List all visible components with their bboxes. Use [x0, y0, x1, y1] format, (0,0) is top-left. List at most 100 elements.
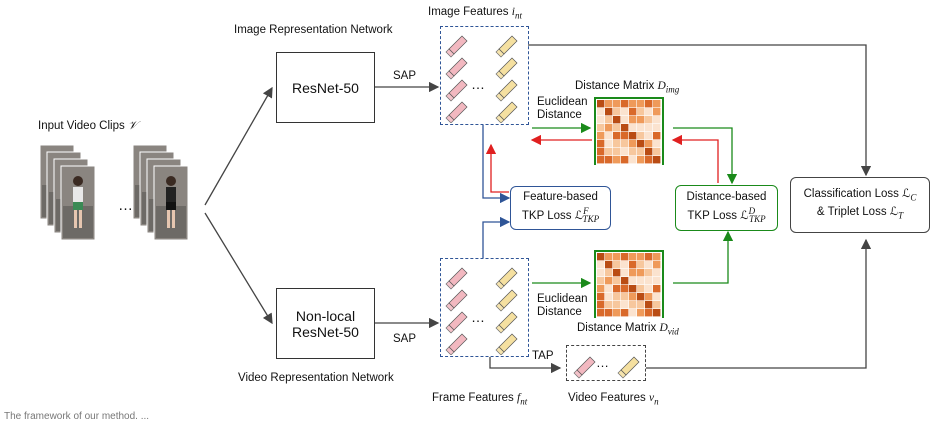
video-features-group [566, 345, 646, 381]
dimg-cell [597, 124, 605, 132]
arrow-input-to-image [204, 86, 273, 206]
dimg-cell [613, 156, 621, 164]
dvid-cell [637, 269, 645, 277]
dvid-cell [597, 261, 605, 269]
image-sap-label: SAP [393, 70, 417, 82]
dvid-cell [637, 301, 645, 309]
dvid-cell [605, 309, 613, 317]
dimg-cell [597, 132, 605, 140]
dimg-cell [653, 124, 661, 132]
frame-features-ellipsis: … [471, 309, 485, 325]
video-sap-label: SAP [393, 333, 417, 345]
dimg-cell [637, 132, 645, 140]
dvid-cell [613, 293, 621, 301]
arrow-video-features-to-cls [646, 238, 872, 369]
dvid-cell [653, 285, 661, 293]
dvid-cell [605, 253, 613, 261]
dimg-cell [629, 132, 637, 140]
dimg-cell [637, 156, 645, 164]
image-features-label: Image Features int [428, 6, 522, 21]
dimg-cell [653, 148, 661, 156]
dvid-cell [605, 261, 613, 269]
dvid-cell [645, 301, 653, 309]
video-feature-pink-bar [573, 356, 596, 379]
dimg-cell [629, 108, 637, 116]
dvid-cell [597, 301, 605, 309]
dimg-cell [637, 140, 645, 148]
dimg-cell [629, 140, 637, 148]
dvid-cell [653, 277, 661, 285]
arrow-dimg-to-dtkp [673, 127, 738, 185]
dimg-cell [621, 156, 629, 164]
dvid-cell [645, 261, 653, 269]
video-feature-tan-bar [617, 356, 640, 379]
dvid-cell [653, 261, 661, 269]
input-ellipsis: … [118, 197, 133, 214]
image-features-ellipsis: … [471, 76, 485, 92]
dvid-cell [597, 253, 605, 261]
dvid-cell [597, 277, 605, 285]
dvid-cell [621, 301, 629, 309]
image-feature-bars [445, 35, 518, 124]
dvid-cell [637, 293, 645, 301]
dvid-cell [613, 253, 621, 261]
dimg-cell [605, 108, 613, 116]
dimg-cell [605, 140, 613, 148]
dvid-cell [645, 269, 653, 277]
dimg-cell [597, 140, 605, 148]
dimg-cell [645, 140, 653, 148]
arrow-input-to-video [204, 212, 273, 325]
dimg-cell [605, 148, 613, 156]
dimg-cell [605, 116, 613, 124]
dvid-cell [637, 277, 645, 285]
input-video-clips [39, 145, 189, 241]
dvid-cell [653, 269, 661, 277]
dimg-cell [613, 108, 621, 116]
dvid-cell [629, 269, 637, 277]
dvid-cell [629, 277, 637, 285]
dvid-cell [613, 301, 621, 309]
dimg-cell [613, 116, 621, 124]
image-feature-tan-bar-2 [495, 79, 518, 102]
dimg-cell [637, 124, 645, 132]
dimg-cell [653, 100, 661, 108]
dvid-cell [613, 309, 621, 317]
frame-feature-pink-bar-1 [445, 289, 468, 312]
dimg-cell [645, 100, 653, 108]
dimg-border [594, 97, 664, 165]
dvid-cell [645, 309, 653, 317]
frame-features-label: Frame Features fnt [432, 392, 528, 407]
frame-feature-pink-bar-0 [445, 267, 468, 290]
dvid-cell [645, 253, 653, 261]
dimg-cell [613, 100, 621, 108]
image-features-group [440, 26, 529, 125]
dimg-cell [613, 140, 621, 148]
resnet50-label: ResNet-50 [292, 79, 359, 96]
arrow-frame-features-to-ftkp [482, 216, 511, 258]
dimg-cell [653, 108, 661, 116]
arrow-ftkp-to-image-features [485, 143, 509, 193]
dvid-cell [653, 293, 661, 301]
dimg-cell [653, 116, 661, 124]
video-features-ellipsis: … [596, 355, 609, 370]
dvid-cell [621, 309, 629, 317]
dimg-cell [605, 124, 613, 132]
resnet50-box: ResNet-50 [276, 52, 375, 123]
dvid-cell [645, 285, 653, 293]
dimg-cell [637, 116, 645, 124]
dimg-cell [621, 100, 629, 108]
dvid-cell [637, 285, 645, 293]
dvid-cell [605, 301, 613, 309]
dimg-cell [645, 124, 653, 132]
arrow-image-features-to-ftkp [482, 125, 511, 204]
nonlocal-label: Non-local [295, 307, 356, 324]
dimg-cell [597, 100, 605, 108]
image-feature-pink-bar-1 [445, 57, 468, 80]
dvid-cell [597, 309, 605, 317]
dvid-border [594, 250, 664, 318]
dvid-cell [629, 301, 637, 309]
dvid-cell [605, 285, 613, 293]
